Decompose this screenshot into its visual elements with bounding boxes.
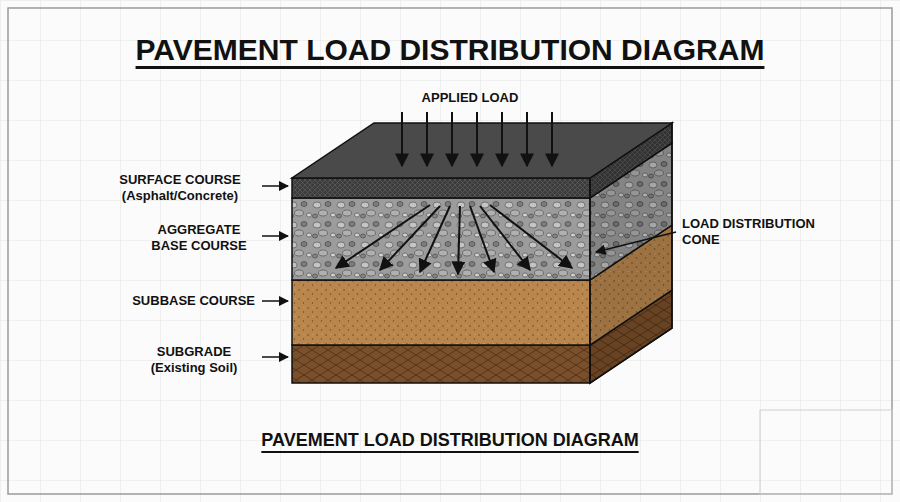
leader-line xyxy=(262,235,288,237)
cone-arrow xyxy=(458,206,460,274)
callout-label: LOAD DISTRIBUTION CONE xyxy=(682,216,854,247)
diagram-caption: PAVEMENT LOAD DISTRIBUTION DIAGRAM xyxy=(261,430,638,452)
cone-arrow xyxy=(380,206,440,270)
subgrade-layer xyxy=(292,345,590,383)
leader-line xyxy=(262,300,288,302)
load-arrow xyxy=(551,112,553,166)
load-arrow xyxy=(401,112,403,166)
drawing-border xyxy=(8,8,892,494)
load-arrow xyxy=(526,112,528,166)
surface-top xyxy=(292,123,672,178)
subbase-layer xyxy=(292,280,590,345)
leader-line xyxy=(596,232,676,252)
layer-label: SURFACE COURSE (Asphalt/Concrete) xyxy=(105,172,255,203)
cone-arrow xyxy=(490,205,572,268)
load-arrows xyxy=(402,112,552,166)
diagram-title: PAVEMENT LOAD DISTRIBUTION DIAGRAM xyxy=(136,32,765,68)
leader-line xyxy=(262,185,288,187)
layer-label: SUBBASE COURSE xyxy=(132,293,255,309)
layer-label: SUBGRADE (Existing Soil) xyxy=(133,344,255,375)
cone-arrows xyxy=(336,205,572,274)
cone-arrow xyxy=(336,205,430,268)
load-arrow xyxy=(501,112,503,166)
layer-label: AGGREGATE BASE COURSE xyxy=(143,222,255,253)
aggregate-layer xyxy=(292,198,590,280)
cone-arrow xyxy=(420,206,450,272)
load-arrow xyxy=(426,112,428,166)
cone-arrow xyxy=(470,206,494,272)
leader-line xyxy=(262,356,288,358)
load-arrow xyxy=(476,112,478,166)
surface-layer xyxy=(292,178,590,198)
leader-arrows xyxy=(262,186,676,357)
pavement-block xyxy=(292,123,672,383)
title-block-frame xyxy=(760,410,892,494)
load-arrow xyxy=(451,112,453,166)
load-label: APPLIED LOAD xyxy=(422,90,519,106)
